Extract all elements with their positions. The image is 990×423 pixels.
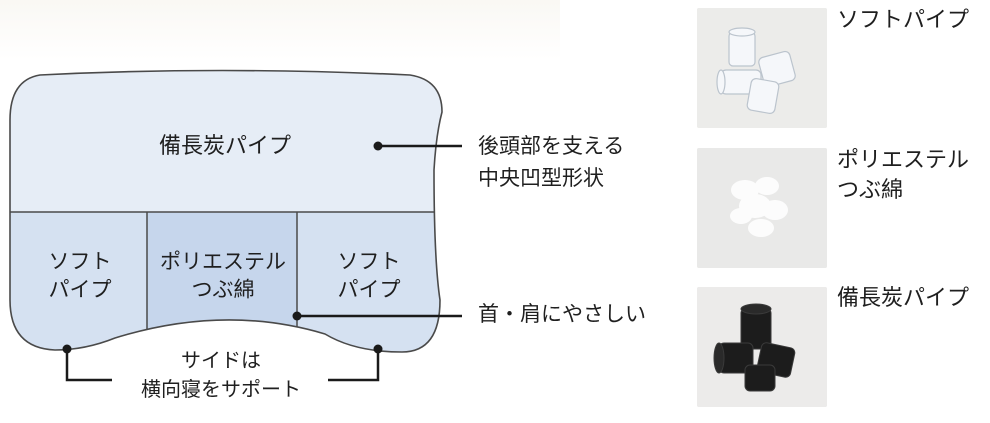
charcoal-pipe-photo <box>697 287 827 407</box>
legend-label-charcoal: 備長炭パイプ <box>837 286 970 311</box>
head-support-dot <box>373 141 383 151</box>
side-support-callout: サイドは 横向寝をサポート <box>141 348 301 401</box>
right-section-label: ソフト パイプ <box>337 249 401 302</box>
legend-label-soft-pipe: ソフトパイプ <box>837 8 970 33</box>
neck-callout: 首・肩にやさしい <box>478 302 646 326</box>
right-region <box>297 212 442 352</box>
soft-pipe-photo <box>697 8 827 128</box>
left-region <box>10 212 147 352</box>
pillow-outline <box>9 69 443 353</box>
top-section-label: 備長炭パイプ <box>158 134 292 160</box>
polyester-fiber-photo <box>697 148 827 268</box>
background-wash <box>0 0 560 60</box>
neck-dot <box>292 311 302 321</box>
left-section-label: ソフト パイプ <box>48 249 112 302</box>
center-section-label: ポリエステル つぶ綿 <box>160 249 286 302</box>
legend-label-polyester: ポリエステル つぶ綿 <box>837 148 970 203</box>
head-support-callout: 後頭部を支える 中央凹型形状 <box>478 134 625 190</box>
top-region <box>10 70 442 212</box>
